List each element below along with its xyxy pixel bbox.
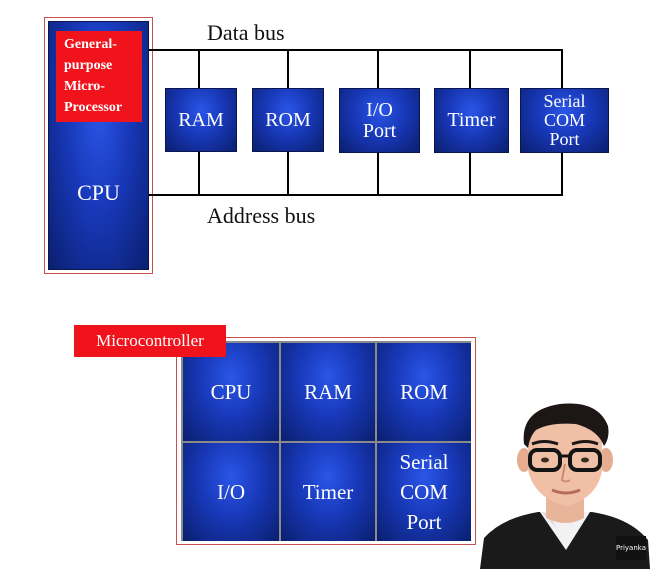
data-bus-line [149,49,563,51]
cpu-label: CPU [77,180,120,205]
address-bus-label: Address bus [207,203,316,228]
presenter-avatar: Priyanka [480,400,650,569]
mc-io-cell: I/O [183,443,279,541]
microcontroller-frame [176,337,476,545]
microcontroller-grid: CPU RAM ROM I/O Timer Serial COM Port [181,341,471,541]
presenter-badge: Priyanka [616,544,646,552]
io-port-box: I/O Port [339,88,420,153]
mc-cpu-cell: CPU [183,343,279,441]
rom-box: ROM [252,88,324,152]
ram-box: RAM [165,88,237,152]
timer-box: Timer [434,88,509,153]
cpu-frame [44,17,153,274]
mc-serial-com-port-cell: Serial COM Port [377,443,471,541]
mc-ram-cell: RAM [281,343,375,441]
mc-timer-cell: Timer [281,443,375,541]
microcontroller-tag: Microcontroller [74,325,226,357]
microprocessor-tag: General- purpose Micro- Processor [56,31,142,122]
mc-rom-cell: ROM [377,343,471,441]
serial-com-port-box: Serial COM Port [520,88,609,153]
address-bus-line [149,194,563,196]
data-bus-label: Data bus [207,20,285,45]
